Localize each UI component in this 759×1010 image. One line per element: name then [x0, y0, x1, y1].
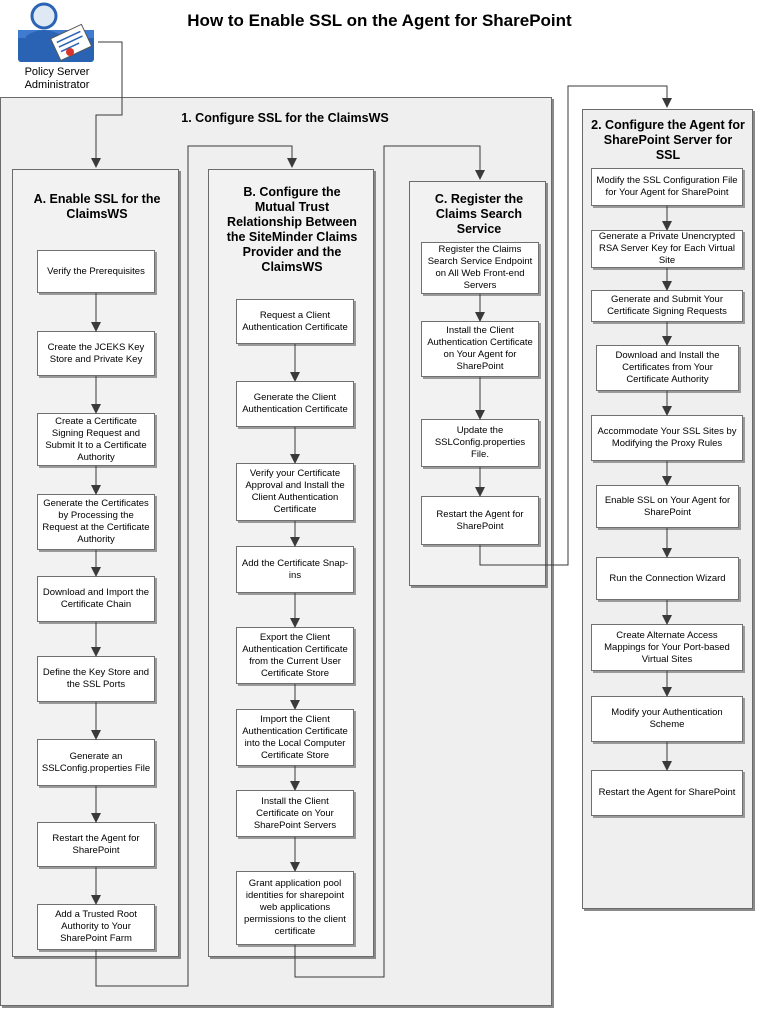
step-a2[interactable]: Create the JCEKS Key Store and Private K… — [37, 331, 155, 376]
step-c1[interactable]: Register the Claims Search Service Endpo… — [421, 242, 539, 294]
step-2-1[interactable]: Modify the SSL Configuration File for Yo… — [591, 168, 743, 206]
step-2-2[interactable]: Generate a Private Unencrypted RSA Serve… — [591, 230, 743, 268]
actor-label: Policy Server Administrator — [24, 66, 90, 91]
step-b6[interactable]: Import the Client Authentication Certifi… — [236, 709, 354, 766]
step-b3[interactable]: Verify your Certificate Approval and Ins… — [236, 463, 354, 521]
step-c3[interactable]: Update the SSLConfig.properties File. — [421, 419, 539, 467]
step-a1[interactable]: Verify the Prerequisites — [37, 250, 155, 293]
step-2-7[interactable]: Run the Connection Wizard — [596, 557, 739, 600]
administrator-icon — [14, 2, 100, 64]
step-b7[interactable]: Install the Client Certificate on Your S… — [236, 790, 354, 837]
phase-2-heading: 2. Configure the Agent for SharePoint Se… — [591, 118, 745, 162]
step-2-8[interactable]: Create Alternate Access Mappings for You… — [591, 624, 743, 671]
step-b5[interactable]: Export the Client Authentication Certifi… — [236, 627, 354, 684]
step-a7[interactable]: Generate an SSLConfig.properties File — [37, 739, 155, 786]
phase-1-heading: 1. Configure SSL for the ClaimsWS — [181, 111, 389, 125]
step-a6[interactable]: Define the Key Store and the SSL Ports — [37, 656, 155, 702]
section-b-heading: B. Configure the Mutual Trust Relationsh… — [226, 185, 358, 274]
step-b8[interactable]: Grant application pool identities for sh… — [236, 871, 354, 945]
step-a3[interactable]: Create a Certificate Signing Request and… — [37, 413, 155, 466]
step-c4[interactable]: Restart the Agent for SharePoint — [421, 496, 539, 545]
step-a5[interactable]: Download and Import the Certificate Chai… — [37, 576, 155, 622]
step-a4[interactable]: Generate the Certificates by Processing … — [37, 494, 155, 550]
step-2-5[interactable]: Accommodate Your SSL Sites by Modifying … — [591, 415, 743, 461]
section-a-heading: A. Enable SSL for the ClaimsWS — [33, 192, 161, 221]
step-2-10[interactable]: Restart the Agent for SharePoint — [591, 770, 743, 816]
step-b2[interactable]: Generate the Client Authentication Certi… — [236, 381, 354, 427]
diagram-title: How to Enable SSL on the Agent for Share… — [187, 11, 572, 30]
step-c2[interactable]: Install the Client Authentication Certif… — [421, 321, 539, 377]
section-c-heading: C. Register the Claims Search Service — [434, 192, 524, 236]
step-b1[interactable]: Request a Client Authentication Certific… — [236, 299, 354, 344]
step-b4[interactable]: Add the Certificate Snap-ins — [236, 546, 354, 593]
